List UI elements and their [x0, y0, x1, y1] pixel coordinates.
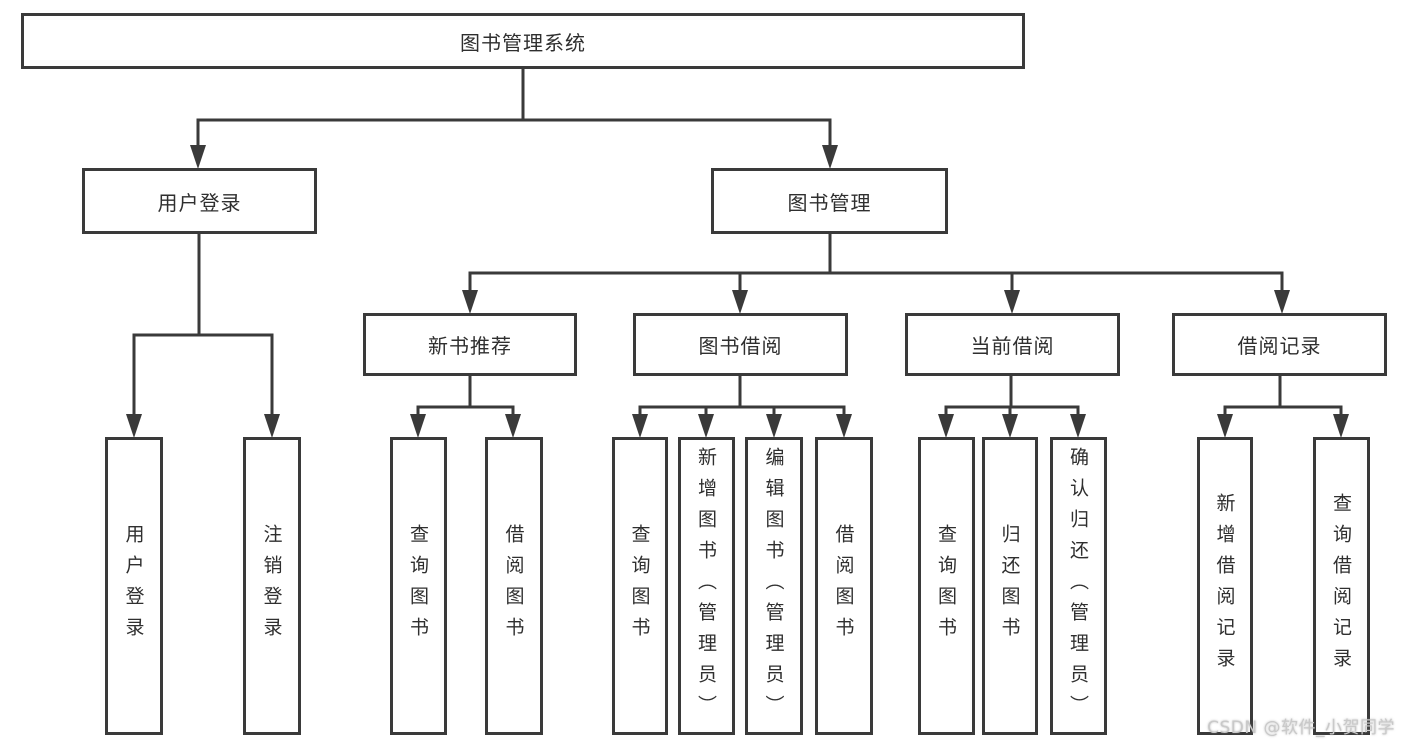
- leaf-label: 编辑图书（管理员）: [762, 446, 785, 726]
- leaf-label: 确认归还（管理员）: [1067, 446, 1089, 726]
- leaf-user-login: 用户登录: [105, 437, 163, 735]
- node-label: 图书借阅: [698, 334, 783, 358]
- node-borrowing-records: 借阅记录: [1172, 313, 1387, 376]
- node-label: 借阅记录: [1237, 334, 1322, 358]
- node-label: 图书管理: [787, 190, 872, 215]
- node-current-borrowing: 当前借阅: [905, 313, 1120, 376]
- node-user-login: 用户登录: [82, 168, 317, 234]
- leaf-label: 借阅图书: [832, 524, 855, 648]
- leaf-label: 查询图书: [935, 524, 957, 648]
- leaf-label: 注销登录: [260, 524, 283, 648]
- leaf-edit-books-admin: 编辑图书（管理员）: [745, 437, 803, 735]
- node-book-borrowing: 图书借阅: [633, 313, 848, 376]
- leaf-label: 查询图书: [407, 524, 429, 648]
- leaf-label: 归还图书: [998, 524, 1021, 648]
- leaf-label: 用户登录: [122, 524, 145, 648]
- node-label: 图书管理系统: [460, 30, 586, 55]
- watermark: CSDN @软件_小贺同学: [1207, 718, 1395, 738]
- leaf-add-books-admin: 新增图书（管理员）: [678, 437, 735, 735]
- leaf-label: 借阅图书: [502, 524, 525, 648]
- leaf-label: 新增借阅记录: [1213, 493, 1236, 679]
- node-book-management: 图书管理: [711, 168, 948, 234]
- leaf-borrow-books-recommend: 借阅图书: [485, 437, 543, 735]
- leaf-label: 查询借阅记录: [1330, 493, 1352, 679]
- node-label: 用户登录: [157, 190, 242, 215]
- node-new-book-recommendation: 新书推荐: [363, 313, 577, 376]
- leaf-query-books-borrowing: 查询图书: [612, 437, 668, 735]
- leaf-query-books-current: 查询图书: [918, 437, 975, 735]
- leaf-label: 新增图书（管理员）: [695, 446, 717, 726]
- leaf-borrow-books: 借阅图书: [815, 437, 873, 735]
- leaf-query-books-recommend: 查询图书: [390, 437, 447, 735]
- node-label: 当前借阅: [970, 334, 1055, 358]
- node-library-management-system: 图书管理系统: [21, 13, 1025, 69]
- leaf-query-borrow-record: 查询借阅记录: [1313, 437, 1370, 735]
- leaf-confirm-return-admin: 确认归还（管理员）: [1050, 437, 1107, 735]
- leaf-return-books: 归还图书: [982, 437, 1038, 735]
- leaf-logout: 注销登录: [243, 437, 301, 735]
- leaf-add-borrow-record: 新增借阅记录: [1197, 437, 1253, 735]
- node-label: 新书推荐: [428, 334, 512, 358]
- leaf-label: 查询图书: [628, 524, 651, 648]
